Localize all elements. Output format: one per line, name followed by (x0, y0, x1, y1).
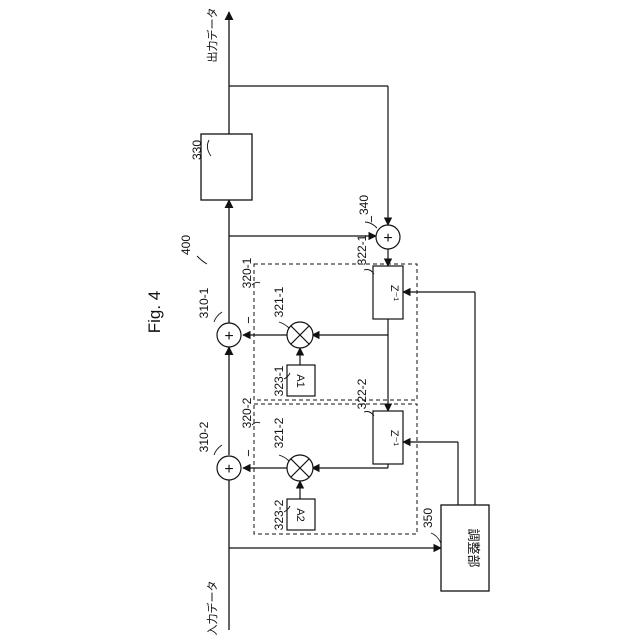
output-data-label: 出力データ (205, 8, 219, 63)
ref-330: 330 (190, 140, 204, 160)
ref-310-1: 310-1 (197, 287, 211, 318)
adjustment-unit-label: 調整部 (466, 528, 481, 567)
adder-310-2-minus: − (241, 449, 256, 457)
coefficient-323-2-label: A2 (294, 508, 306, 521)
ref-350: 350 (421, 508, 435, 528)
coefficient-323-1-label: A1 (294, 374, 306, 387)
input-data-label: 入力データ (205, 581, 219, 636)
delay-322-1-label: Z⁻¹ (388, 285, 400, 302)
block-330 (201, 134, 252, 200)
ref-322-2: 322-2 (355, 378, 369, 409)
multiplier-321-2 (287, 455, 313, 481)
ref-323-2: 323-2 (272, 499, 286, 530)
ref-320-2: 320-2 (240, 397, 254, 428)
multiplier-321-1 (287, 322, 313, 348)
ref-310-2: 310-2 (197, 421, 211, 452)
ref-322-1: 322-1 (355, 234, 369, 265)
figure-title: Fig. 4 (145, 291, 164, 334)
adder-340-symbol: + (383, 230, 392, 247)
ref-340: 340 (357, 195, 371, 215)
adder-310-1-symbol: + (224, 328, 233, 345)
ref-323-1: 323-1 (272, 365, 286, 396)
delay-322-2-label: Z⁻¹ (388, 430, 400, 447)
ref-320-1: 320-1 (240, 257, 254, 288)
wiring (229, 86, 475, 548)
adder-310-1-minus: − (241, 316, 256, 324)
ref-321-2: 321-2 (272, 417, 286, 448)
adder-310-2-symbol: + (224, 461, 233, 478)
system-label-400: 400 (179, 235, 193, 255)
ref-321-1: 321-1 (272, 286, 286, 317)
